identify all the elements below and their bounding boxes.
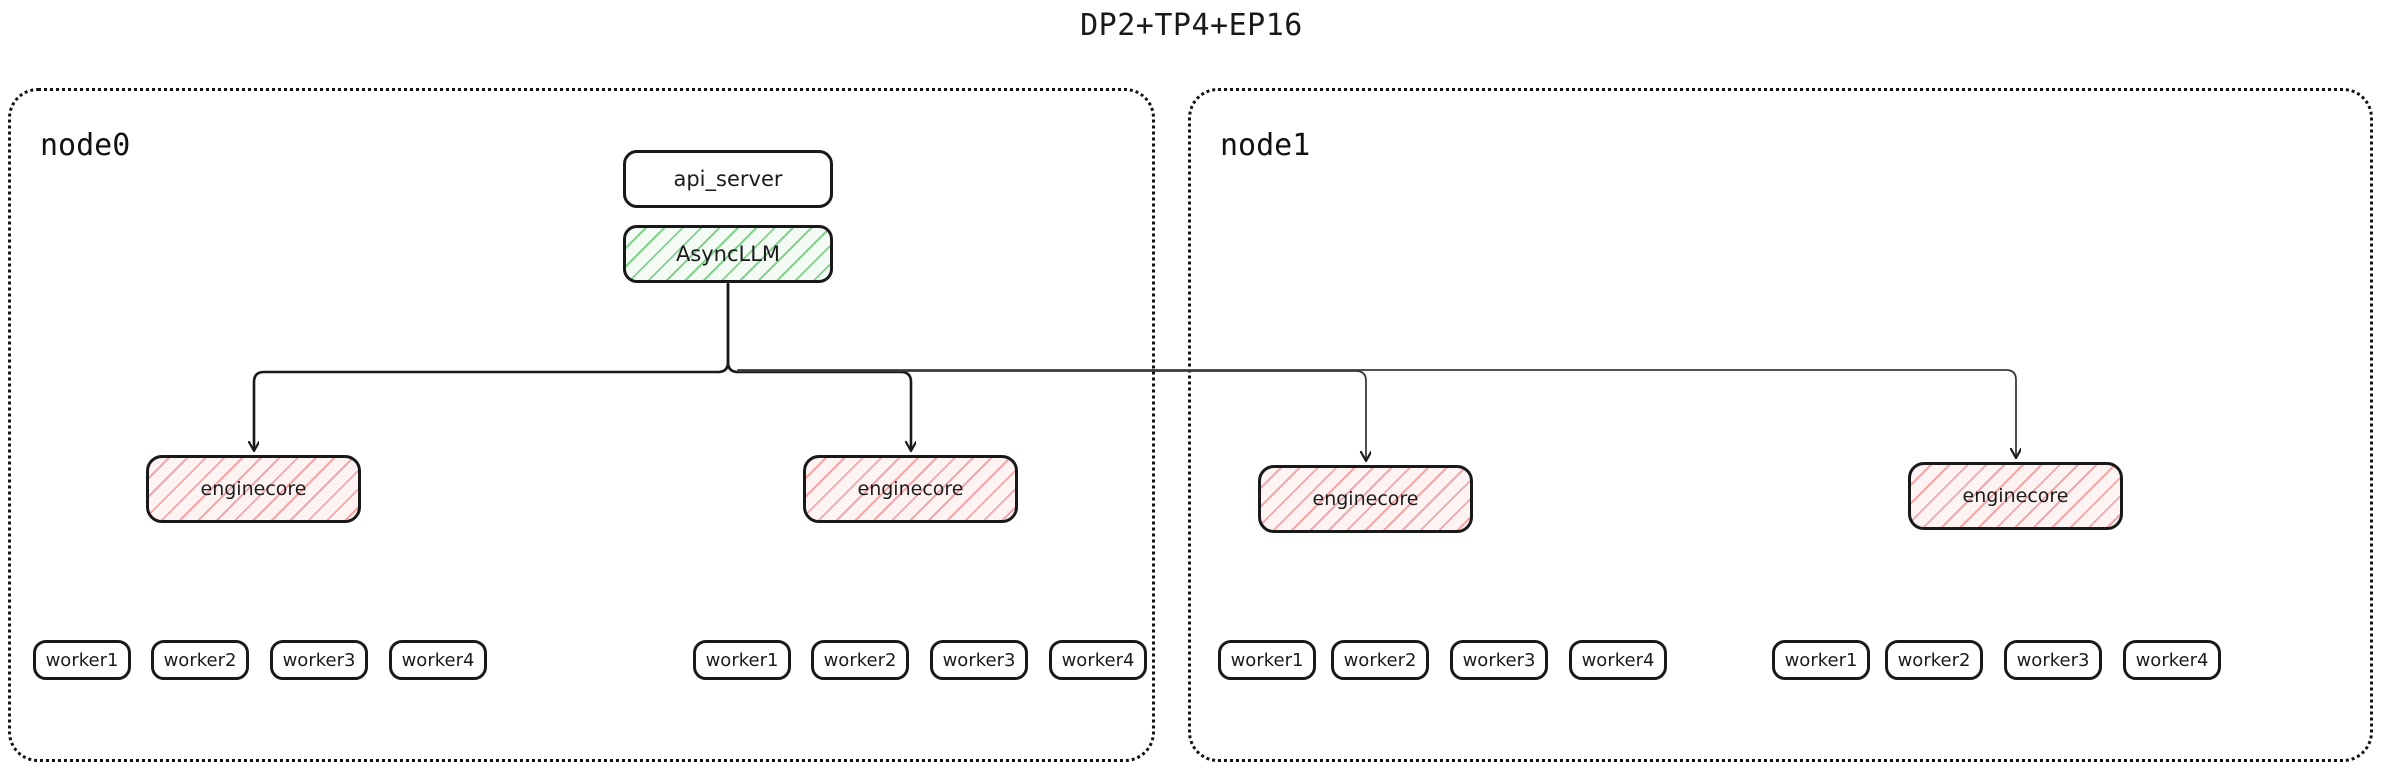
node-label-node1: node1: [1220, 128, 1311, 163]
worker-node0-0-1[interactable]: worker1: [33, 640, 131, 680]
worker-node1-0-4[interactable]: worker4: [1569, 640, 1667, 680]
asyncllm-box[interactable]: AsyncLLM: [623, 225, 833, 283]
worker-node0-1-3[interactable]: worker3: [930, 640, 1028, 680]
worker-node1-1-3[interactable]: worker3: [2004, 640, 2102, 680]
diagram-title: DP2+TP4+EP16: [1080, 8, 1303, 43]
node-label-node0: node0: [40, 128, 131, 163]
worker-node0-0-2[interactable]: worker2: [151, 640, 249, 680]
enginecore-node0-1[interactable]: enginecore: [803, 455, 1018, 523]
worker-node1-0-2[interactable]: worker2: [1331, 640, 1429, 680]
enginecore-node1-0[interactable]: enginecore: [1258, 465, 1473, 533]
worker-node1-1-1[interactable]: worker1: [1772, 640, 1870, 680]
enginecore-node1-1[interactable]: enginecore: [1908, 462, 2123, 530]
worker-node0-1-4[interactable]: worker4: [1049, 640, 1147, 680]
api-server-box[interactable]: api_server: [623, 150, 833, 208]
worker-node1-1-4[interactable]: worker4: [2123, 640, 2221, 680]
worker-node1-0-1[interactable]: worker1: [1218, 640, 1316, 680]
worker-node1-1-2[interactable]: worker2: [1885, 640, 1983, 680]
worker-node1-0-3[interactable]: worker3: [1450, 640, 1548, 680]
worker-node0-1-2[interactable]: worker2: [811, 640, 909, 680]
worker-node0-0-4[interactable]: worker4: [389, 640, 487, 680]
worker-node0-0-3[interactable]: worker3: [270, 640, 368, 680]
enginecore-node0-0[interactable]: enginecore: [146, 455, 361, 523]
worker-node0-1-1[interactable]: worker1: [693, 640, 791, 680]
